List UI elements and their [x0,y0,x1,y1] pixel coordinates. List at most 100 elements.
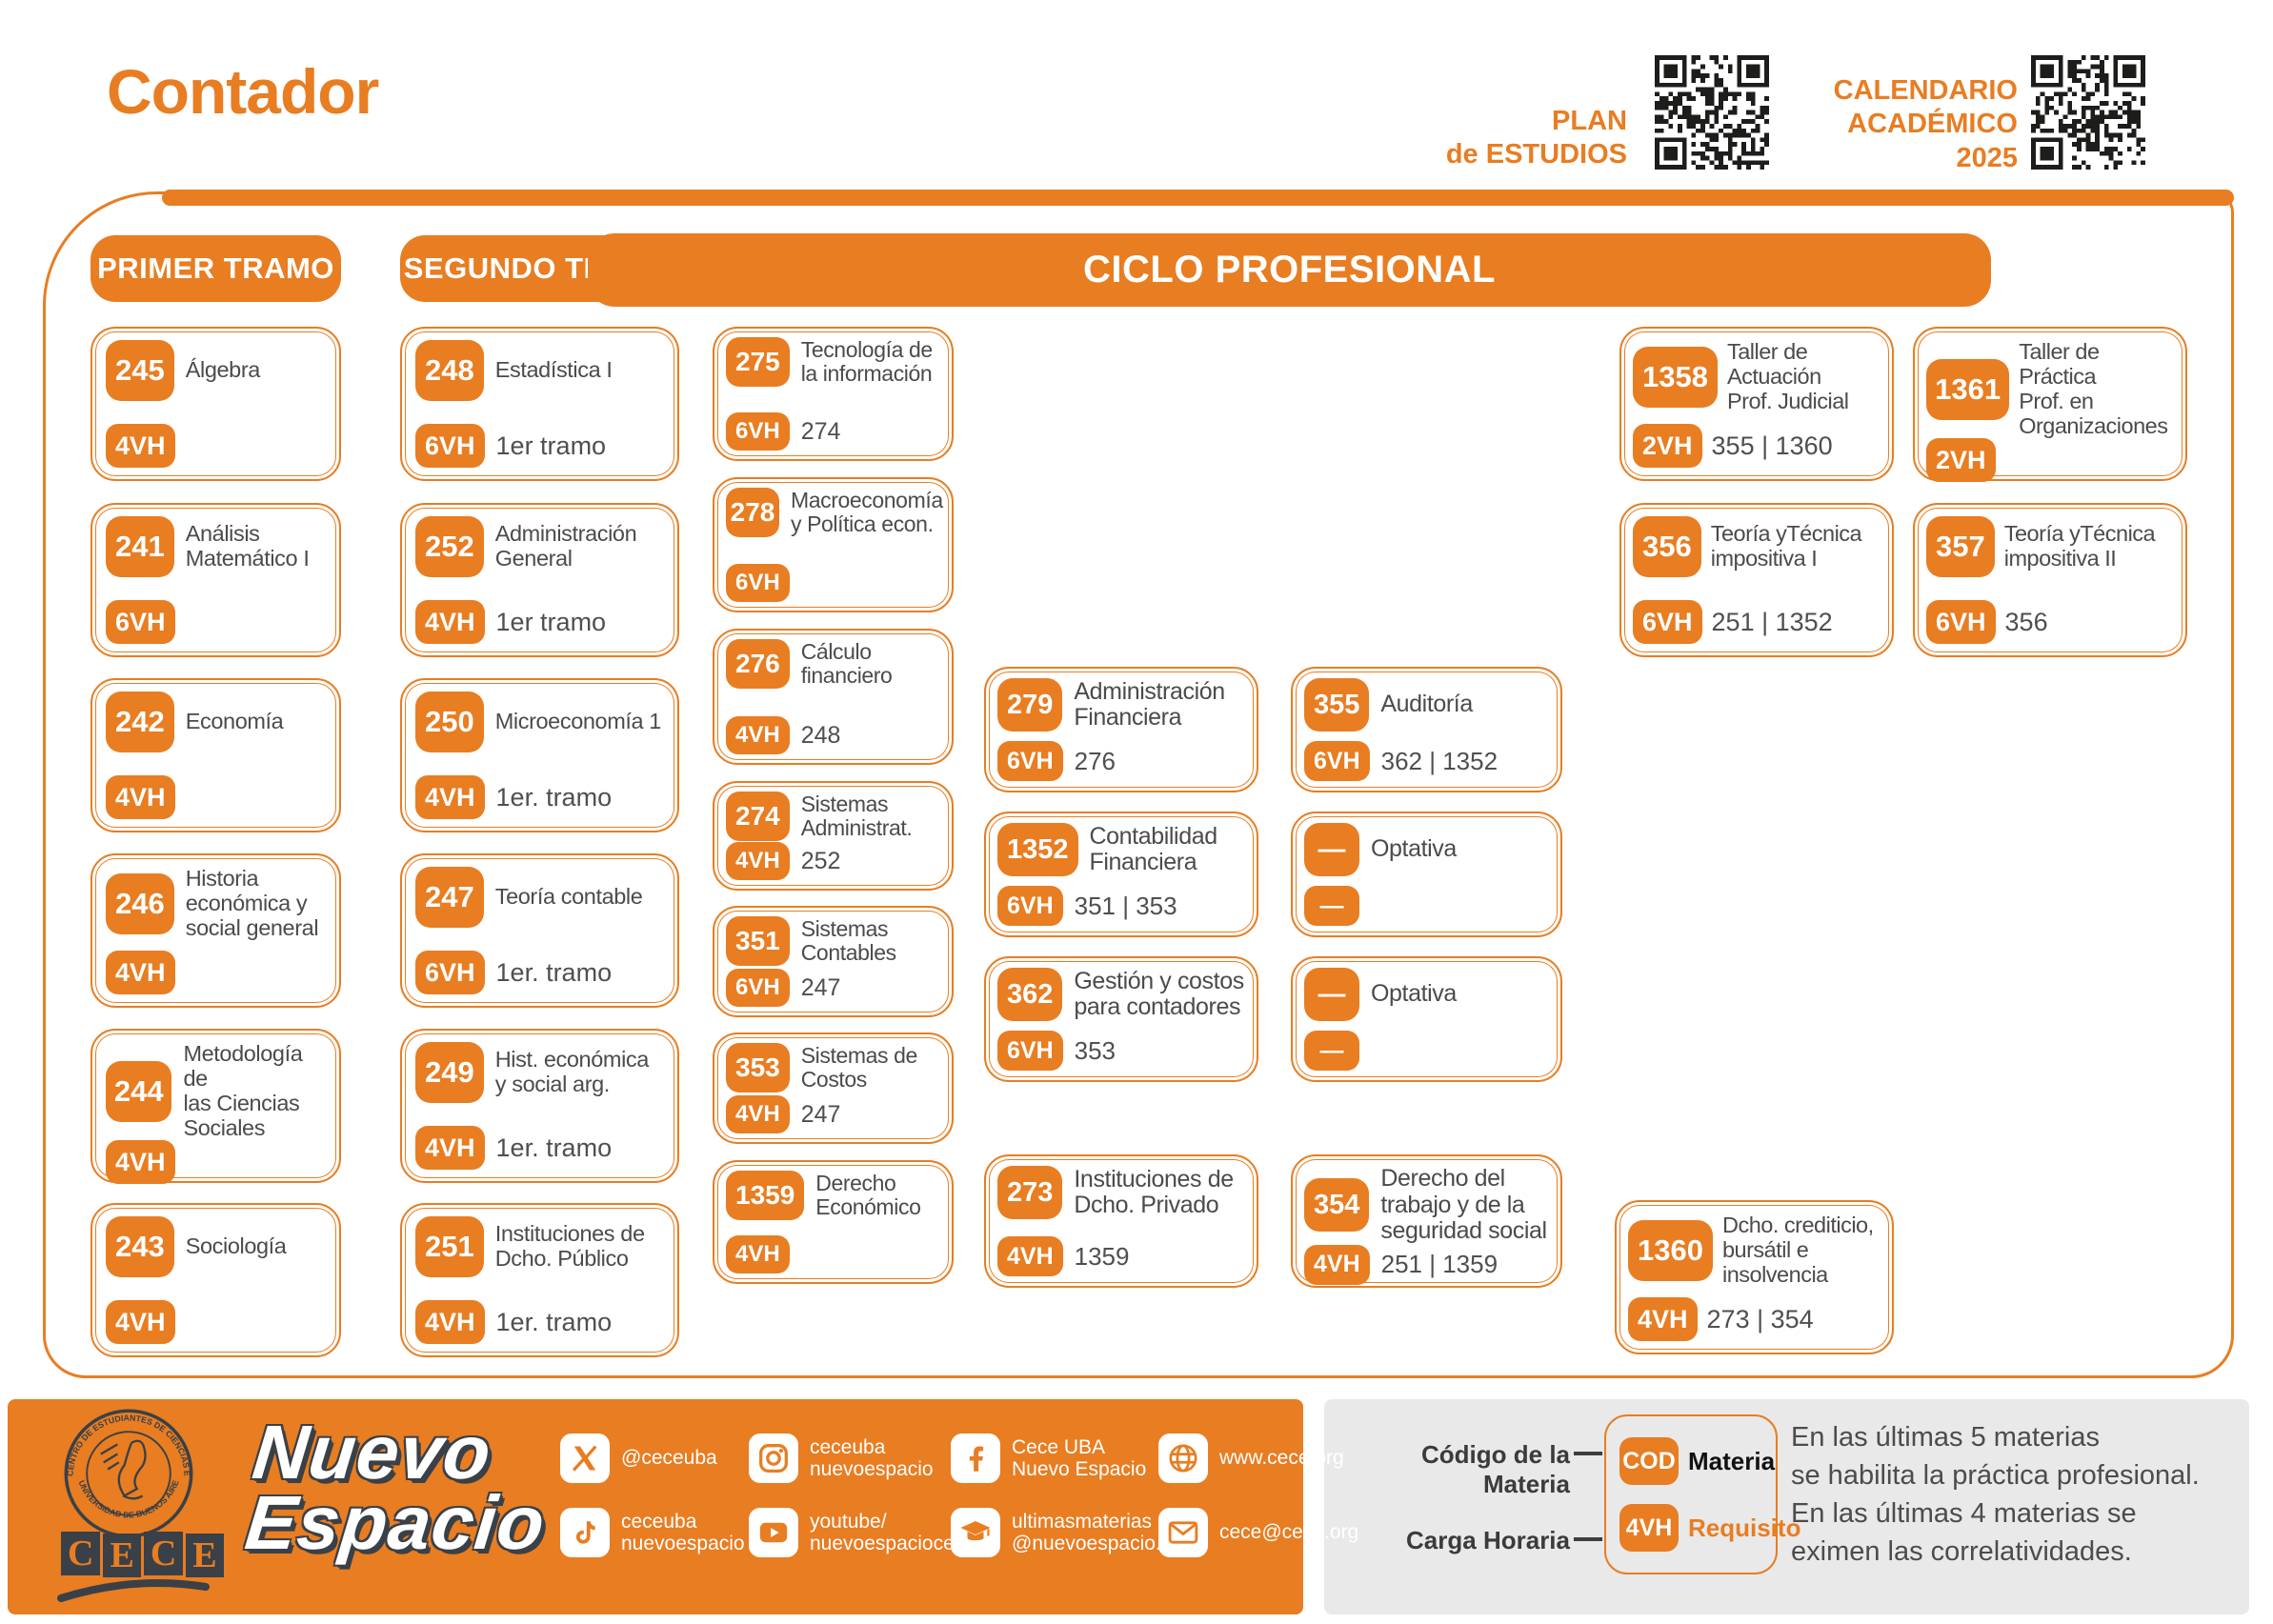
course-code-badge: 251 [415,1216,484,1277]
course-hours-badge: 4VH [106,424,175,468]
course-hours-badge: 4VH [726,1095,790,1133]
legend-sample-card: COD Materia 4VH Requisito [1604,1414,1800,1574]
course-code-badge: 247 [415,867,484,928]
course-name: Optativa [1371,980,1457,1008]
course-prereq: 1359 [1074,1241,1130,1271]
globe-icon [1158,1434,1208,1483]
course-name: Instituciones de Dcho. Privado [1074,1165,1234,1218]
youtube-icon [749,1508,798,1557]
course-hours-badge: 4VH [415,600,485,644]
course-prereq: 251 | 1352 [1711,607,1833,636]
svg-text:CENTRO DE ESTUDIANTES DE CIENC: CENTRO DE ESTUDIANTES DE CIENCIAS ECONOM… [59,1404,191,1476]
course-card-optativa-2: — Optativa — [1291,956,1562,1082]
course-hours-badge: 4VH [415,1300,485,1344]
social-item-x: @ceceuba [560,1426,749,1491]
legend-cod-badge: COD [1619,1437,1679,1485]
course-code-badge: 241 [106,516,174,577]
cece-letter: E [186,1534,224,1577]
calendario-academico-label: CALENDARIO ACADÉMICO 2025 [1833,75,2018,173]
course-hours-badge: 6VH [415,951,485,994]
course-hours-badge: 4VH [415,1126,485,1170]
social-label: @ceceuba [621,1447,717,1470]
course-hours-badge: 6VH [415,424,485,468]
course-hours-badge: 6VH [997,1031,1063,1071]
course-name: Macroeconomía y Política econ. [791,487,943,536]
course-prereq: 356 [2004,607,2048,636]
plan-container [43,191,2234,1378]
course-name: Sistemas Contables [800,915,896,965]
course-name: Análisis Matemático I [185,521,310,571]
calendario-academico-qr-code [2029,53,2147,171]
course-code-badge: 362 [997,968,1063,1021]
seal-text-top: CENTRO DE ESTUDIANTES DE CIENCIAS ECONOM… [59,1404,191,1476]
course-name: Contabilidad Financiera [1089,822,1218,875]
email-icon [1158,1508,1208,1557]
course-name: Teoría yTécnica impositiva II [2003,521,2156,571]
social-label: ceceuba nuevoespacio [810,1435,934,1480]
course-code-badge: 250 [415,692,484,752]
course-name: Historia económica y social general [185,866,319,940]
course-hours-badge: 4VH [1304,1244,1370,1285]
tiktok-icon [560,1508,610,1557]
course-name: Estadística I [494,357,613,383]
page-title: Contador [107,56,379,127]
course-prereq: 248 [800,721,841,749]
course-code-badge: — [1304,823,1359,876]
course-hours-badge: 4VH [997,1236,1063,1276]
course-name: Derecho Económico [815,1170,921,1219]
legend-connector [1574,1537,1602,1541]
course-name: Tecnología de la información [800,336,933,386]
social-label: ceceuba nuevoespacio [621,1510,745,1554]
course-hours-badge: — [1304,1031,1359,1071]
course-hours-badge: 6VH [1304,741,1370,781]
section-header-primer-tramo: PRIMER TRAMO [91,235,341,302]
brand-line2: Espacio [241,1479,550,1565]
social-label: youtube/ nuevoespaciocece [810,1510,976,1554]
course-hours-badge: 4VH [726,716,790,754]
legend-note: En las últimas 5 materias se habilita la… [1791,1422,2200,1568]
course-prereq: 353 [1074,1035,1116,1065]
course-prereq: 273 | 354 [1706,1304,1814,1333]
course-prereq: 1er. tramo [495,782,613,812]
course-name: Gestión y costos para contadores [1074,967,1244,1020]
legend-connector [1574,1452,1602,1455]
course-code-badge: 356 [1633,516,1701,577]
course-hours-badge: 6VH [1633,600,1702,644]
course-prereq: 1er. tramo [495,957,613,987]
social-item-ultimasmaterias: ultimasmaterias @nuevoespacio.org [951,1500,1190,1565]
course-hours-badge: 4VH [106,951,175,994]
course-prereq: 1er. tramo [495,1133,613,1162]
course-prereq: 276 [1074,746,1116,775]
course-code-badge: — [1304,968,1359,1021]
course-hours-badge: 4VH [1628,1297,1698,1341]
course-hours-badge: — [1304,886,1359,926]
course-prereq: 247 [800,1100,841,1128]
brand-line1: Nuevo [249,1410,496,1494]
course-name: Metodología de las Ciencias Sociales [183,1041,303,1140]
course-hours-badge: 4VH [106,1300,175,1344]
course-name: Instituciones de Dcho. Público [494,1221,645,1271]
social-links: @ceceuba ceceuba nuevoespacio Cece UBA N… [560,1426,1358,1565]
course-prereq: 355 | 1360 [1711,431,1833,460]
cece-letter: C [61,1532,101,1575]
course-name: Sistemas Administrat. [800,791,913,840]
course-prereq: 351 | 353 [1074,891,1177,920]
course-name: Auditoría [1380,691,1473,718]
course-name: Economía [185,709,284,734]
course-name: Álgebra [185,357,261,383]
course-code-badge: 1358 [1633,346,1718,408]
x-icon [560,1434,610,1483]
